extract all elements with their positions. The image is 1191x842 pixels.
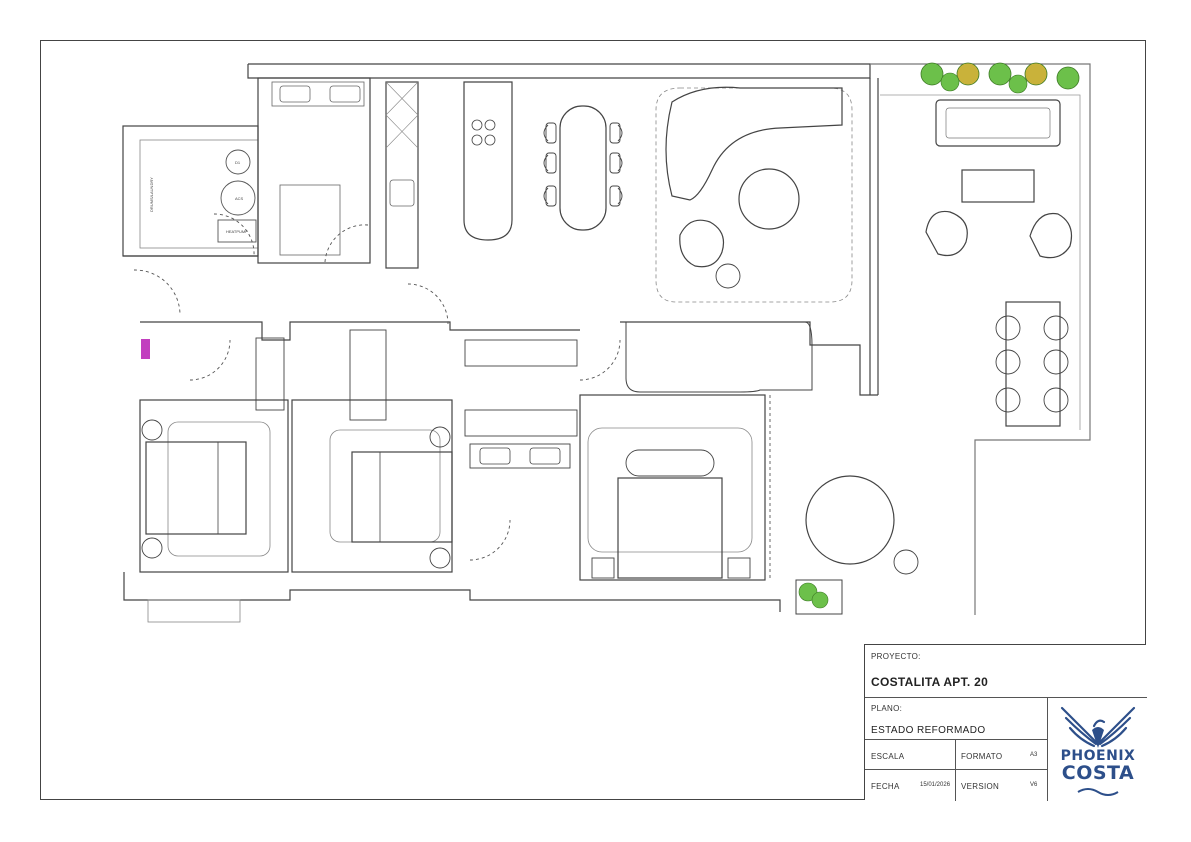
tank-large-label: ACS (235, 196, 244, 201)
tb-escala-row: ESCALA FORMATO A3 (865, 740, 1047, 770)
interior-wall-mid (140, 321, 580, 341)
kitchen-island (463, 81, 513, 241)
proyecto-label: PROYECTO: (871, 652, 921, 661)
exterior-wall-north (247, 63, 871, 79)
curved-sofa (665, 86, 843, 201)
door-swing-master (579, 339, 621, 381)
terrace-dining-table (1005, 301, 1061, 427)
tb-project-row: PROYECTO: COSTALITA APT. 20 (865, 645, 1147, 698)
wave-icon (1077, 788, 1119, 796)
laundry-room (122, 125, 259, 257)
formato-label: FORMATO (961, 752, 1003, 761)
terrace-sofa (935, 99, 1061, 147)
tb-fecha-row: FECHA 15/01/2026 VERSION V6 (865, 770, 1047, 801)
tb-plano-row: PLANO: ESTADO REFORMADO (865, 698, 1047, 740)
laundry-tag: DRUMS/LAUNDRY (149, 177, 154, 212)
drawing-frame (40, 40, 1146, 800)
fecha-value: 15/01/2026 (920, 782, 951, 788)
bedroom-middle (291, 399, 453, 573)
heat-tag: HEATPUMP (226, 229, 248, 234)
fecha-label: FECHA (871, 782, 900, 791)
bathroom-top (257, 77, 371, 264)
round-coffee-table (738, 168, 800, 230)
door-swing-corridor (407, 283, 449, 325)
proyecto-value: COSTALITA APT. 20 (871, 675, 989, 689)
version-label: VERSION (961, 782, 1000, 791)
master-bed (617, 477, 723, 579)
door-swing-laundry (213, 213, 255, 257)
door-swing-bathroom (324, 224, 369, 263)
logo-line1: PHOENIX (1060, 748, 1136, 764)
bed-left (145, 441, 247, 535)
bedroom-left (139, 399, 289, 573)
door-swing-hall (133, 269, 181, 316)
phoenix-bird-icon (1060, 706, 1136, 748)
master-bedroom (579, 394, 766, 581)
phoenix-costa-logo: PHOENIX COSTA (1047, 698, 1147, 801)
plano-label: PLANO: (871, 704, 903, 713)
tank-small-label: D1 (235, 160, 241, 165)
terrace-armchair-left (925, 210, 968, 257)
dining-chairs (543, 122, 623, 207)
round-lounge-chair (805, 475, 895, 565)
formato-value: A3 (1030, 752, 1038, 758)
living-rug (655, 87, 853, 303)
escala-label: ESCALA (871, 752, 905, 761)
plano-value: ESTADO REFORMADO (871, 725, 986, 736)
terrace-armchair-right (1029, 212, 1073, 259)
terrace-outline (870, 63, 1091, 615)
armchair (679, 219, 725, 268)
magenta-marker (141, 339, 150, 359)
bed-middle (351, 451, 453, 543)
terrace-coffee-table (961, 169, 1035, 203)
door-swing-bedroom-left (189, 339, 231, 381)
kitchen-tall-units (385, 81, 419, 269)
version-value: V6 (1030, 782, 1038, 788)
door-swing-bath2 (469, 519, 511, 561)
title-block: PROYECTO: COSTALITA APT. 20 PLANO: ESTAD… (864, 644, 1147, 801)
dining-table (559, 105, 607, 231)
planter-plants (795, 62, 1080, 615)
logo-line2: COSTA (1061, 762, 1135, 784)
